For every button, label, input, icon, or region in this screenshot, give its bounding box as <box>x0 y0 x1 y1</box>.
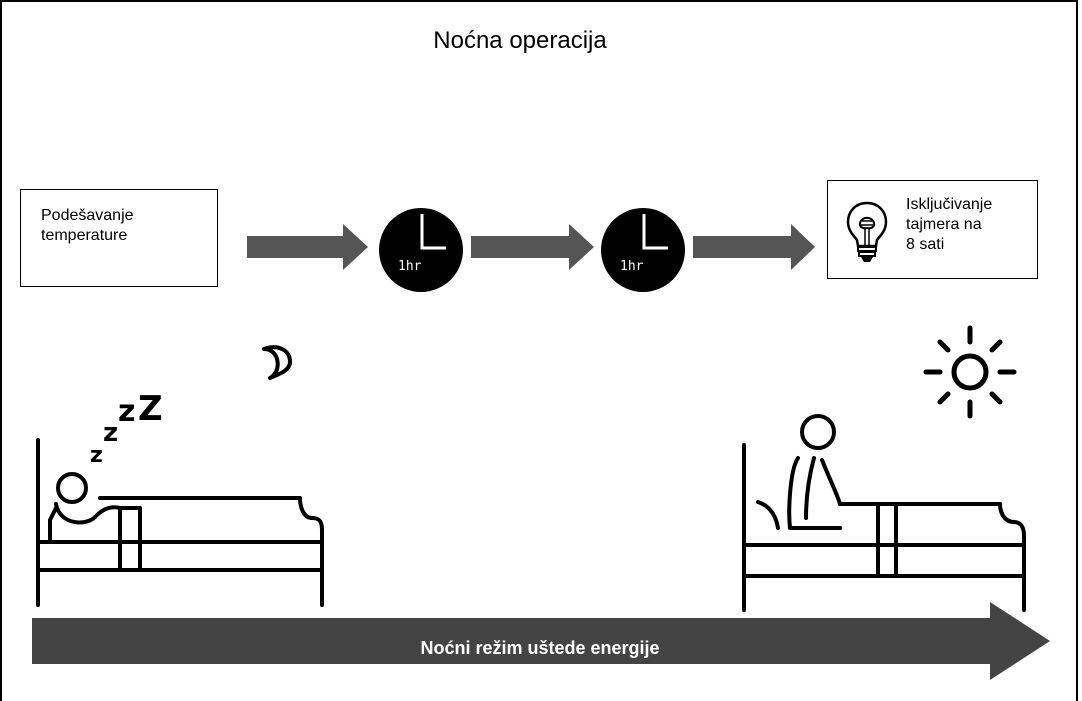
page-title: Noćna operacija <box>433 27 607 54</box>
light-bulb-icon <box>846 201 888 262</box>
frame-top-border <box>0 0 1077 2</box>
clock-icon: 1hr <box>379 208 463 292</box>
timer-off-line-3: 8 sati <box>906 236 945 253</box>
timer-off-box: Isključivanje tajmera na 8 sati <box>827 180 1038 279</box>
sleep-letter-4: Z <box>138 389 163 429</box>
sun-icon <box>923 325 1017 419</box>
timer-off-line-1: Isključivanje <box>906 196 993 213</box>
sleeping-person-bed-icon <box>36 438 324 607</box>
waking-person-bed-icon <box>742 414 1026 612</box>
sleep-zzz-icon: z z z Z <box>90 389 163 468</box>
sleep-letter-2: z <box>103 418 118 448</box>
temperature-setting-box: Podešavanje temperature <box>20 189 218 287</box>
temperature-setting-line-1: Podešavanje <box>41 207 134 224</box>
clock-icon: 1hr <box>601 208 685 292</box>
flow-arrow-1 <box>247 224 368 270</box>
timeline-label: Noćni režim uštede energije <box>420 638 660 658</box>
flow-arrow-2 <box>471 224 594 270</box>
frame-right-border <box>1076 0 1078 701</box>
clock-2-label: 1hr <box>620 259 644 274</box>
timer-off-text: Isključivanje tajmera na 8 sati <box>906 195 1034 255</box>
frame-left-border <box>0 0 2 701</box>
sleep-letter-1: z <box>90 443 103 468</box>
clock-1-label: 1hr <box>398 259 422 274</box>
sleep-letter-3: z <box>118 394 135 429</box>
timer-off-line-2: tajmera na <box>906 216 982 233</box>
moon-icon <box>262 345 292 380</box>
temperature-setting-text: Podešavanje temperature <box>41 206 211 246</box>
flow-arrow-3 <box>693 224 815 270</box>
timeline-arrow <box>32 602 1050 680</box>
temperature-setting-line-2: temperature <box>41 227 128 244</box>
